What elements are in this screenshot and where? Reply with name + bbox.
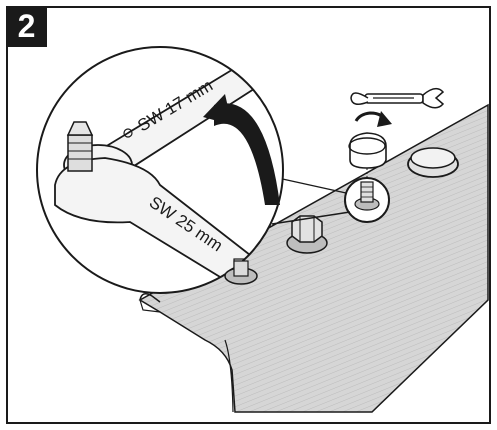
hex-nut — [286, 215, 328, 254]
cover-cap-icon — [407, 147, 459, 178]
figure-border — [6, 6, 491, 424]
bolt-detail — [344, 177, 390, 223]
step-number-badge: 2 — [6, 6, 47, 47]
bolt-closeup — [66, 121, 94, 172]
leader-line-bottom — [271, 211, 351, 225]
bolt-roof — [224, 260, 258, 285]
magnifier-circle: SW 17 mm SW 25 mm — [36, 46, 284, 294]
roof-panel — [138, 103, 489, 413]
leader-line-top — [277, 177, 347, 194]
open-end-wrench-icon — [350, 87, 445, 109]
rotate-arrow-icon — [348, 111, 392, 178]
tighten-arrow-icon — [203, 94, 280, 205]
